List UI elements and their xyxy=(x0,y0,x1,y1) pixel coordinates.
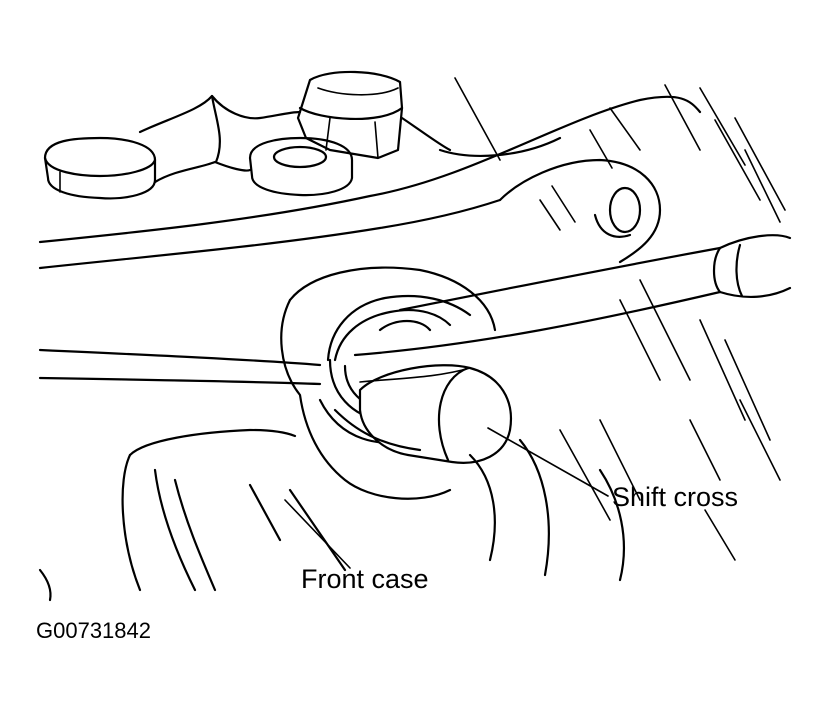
housing-flange xyxy=(38,94,702,270)
front-case-body xyxy=(38,298,626,602)
figure-id: G00731842 xyxy=(36,618,151,643)
leader-line-front-case xyxy=(284,499,351,569)
round-cap xyxy=(248,136,354,197)
hex-bolt xyxy=(296,70,404,160)
front-case-label: Front case xyxy=(301,564,429,594)
bracket-with-hole xyxy=(498,107,662,264)
leader-line-shift-cross xyxy=(487,427,609,497)
lever-rod xyxy=(38,348,322,386)
shift-cross-label: Shift cross xyxy=(612,482,739,512)
bolt-cap-left xyxy=(43,136,157,200)
screwdriver xyxy=(353,234,792,357)
housing-hatching xyxy=(454,77,786,561)
leader-lines xyxy=(284,427,609,569)
shift-cross-pin xyxy=(358,364,513,464)
